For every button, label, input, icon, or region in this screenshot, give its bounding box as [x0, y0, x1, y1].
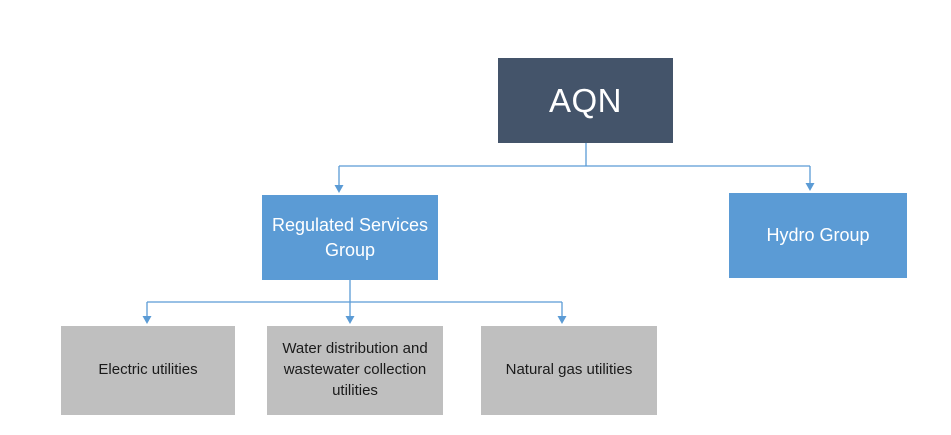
node-electric-utilities: Electric utilities	[61, 326, 235, 415]
node-regulated-services-group-label: Regulated Services Group	[271, 215, 429, 260]
node-water-wastewater-utilities-label: Water distribution and wastewater collec…	[282, 340, 428, 399]
node-regulated-services-group: Regulated Services Group	[262, 195, 438, 280]
arrowhead-regulated	[334, 185, 344, 193]
arrowhead-electric	[142, 316, 152, 324]
node-natural-gas-utilities-label: Natural gas utilities	[505, 361, 633, 379]
node-hydro-group-label: Hydro Group	[766, 225, 870, 246]
edge-aqn-children	[334, 143, 815, 193]
edge-regulated-children	[142, 280, 567, 324]
node-hydro-group: Hydro Group	[729, 193, 907, 278]
arrowhead-gas	[557, 316, 567, 324]
node-electric-utilities-label: Electric utilities	[98, 361, 198, 379]
arrowhead-hydro	[805, 183, 815, 191]
node-aqn-label: AQN	[548, 81, 622, 119]
node-natural-gas-utilities: Natural gas utilities	[481, 326, 657, 415]
arrowhead-water	[345, 316, 355, 324]
node-water-wastewater-utilities: Water distribution and wastewater collec…	[267, 326, 443, 415]
node-aqn: AQN	[498, 58, 673, 143]
